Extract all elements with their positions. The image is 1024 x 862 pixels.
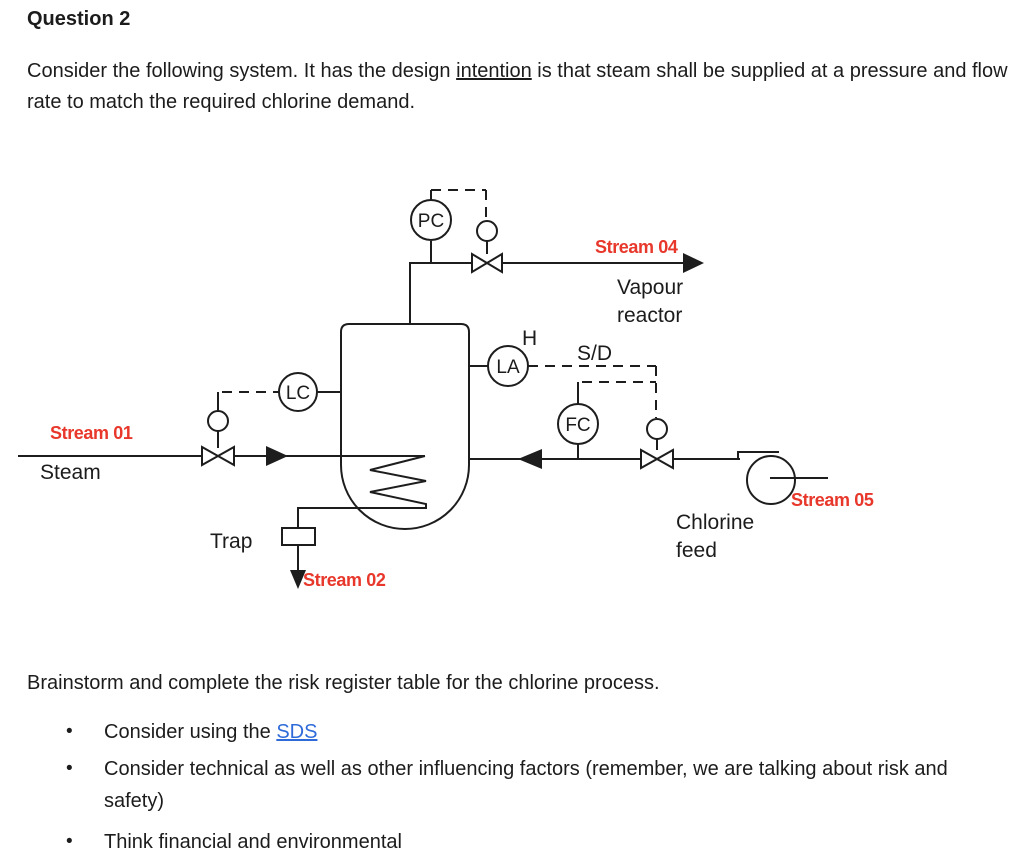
heating-coil (297, 455, 427, 528)
stream04-arrowhead (683, 253, 704, 273)
sds-link[interactable]: SDS (276, 721, 318, 743)
intro-text-before: Consider the following system. It has th… (27, 60, 457, 82)
high-alarm-label: H (522, 327, 537, 350)
steam-valve-icon (201, 445, 221, 467)
stream02-arrowhead (290, 570, 306, 589)
bullet-text: Consider using the SDS (104, 716, 990, 748)
steam-flow-arrow (266, 446, 288, 466)
shutdown-label: S/D (577, 342, 612, 365)
steam-trap-icon (281, 527, 316, 546)
bullet-glyph: • (66, 758, 73, 779)
vessel (340, 323, 470, 530)
bullet-glyph: • (66, 721, 73, 742)
bullet-item-factors: • Consider technical as well as other in… (66, 753, 996, 817)
stream05-label: Stream 05 (791, 490, 874, 510)
vapour-valve-icon-right (485, 252, 503, 274)
chlorine-blower-icon (746, 455, 796, 505)
intro-underlined-word: intention (456, 60, 532, 82)
level-alarm-tag: LA (496, 357, 520, 378)
process-diagram: LC PC LA H S/D FC (18, 189, 874, 590)
chlorine-blower-volute (737, 451, 779, 459)
bullet-text: Consider technical as well as other infl… (104, 758, 948, 812)
bullet-list: • Consider using the SDS • Consider tech… (66, 716, 996, 858)
bullet-item-financial: • Think financial and environmental (66, 826, 996, 858)
vapour-valve-icon (471, 252, 489, 274)
vapour-reactor-label-line2: reactor (617, 304, 682, 327)
bullet-glyph: • (66, 831, 73, 852)
question-title: Question 2 (27, 8, 131, 30)
chlorine-valve-icon (640, 448, 660, 470)
stream02-label: Stream 02 (303, 570, 386, 590)
bullet-text: Think financial and environmental (104, 831, 402, 853)
stream01-label: Stream 01 (50, 423, 133, 443)
trap-label: Trap (210, 530, 252, 553)
task-prompt: Brainstorm and complete the risk registe… (27, 672, 660, 694)
vapour-reactor-label-line1: Vapour (617, 276, 683, 299)
steam-label: Steam (40, 461, 101, 484)
stream04-label: Stream 04 (595, 237, 678, 257)
chlorine-valve-icon-right (654, 448, 674, 470)
pressure-controller-tag: PC (418, 211, 444, 232)
vessel-top-nozzle (409, 262, 472, 324)
steam-valve-icon-right (215, 445, 235, 467)
bullet-item-sds: • Consider using the SDS (66, 716, 996, 748)
chlorine-flow-arrow (518, 449, 542, 469)
intro-paragraph: Consider the following system. It has th… (27, 56, 1021, 118)
chlorine-valve-actuator (646, 418, 668, 440)
vapour-valve-actuator (476, 220, 498, 242)
steam-valve-actuator (207, 410, 229, 432)
intro-text-after: is that steam shall be supplied at a pre… (27, 60, 1008, 113)
chlorine-feed-label-line1: Chlorine (676, 511, 754, 534)
flow-controller-tag: FC (565, 415, 590, 436)
chlorine-feed-label-line2: feed (676, 539, 717, 562)
level-controller-tag: LC (286, 383, 310, 404)
bullet-text-before: Consider using the (104, 721, 277, 743)
